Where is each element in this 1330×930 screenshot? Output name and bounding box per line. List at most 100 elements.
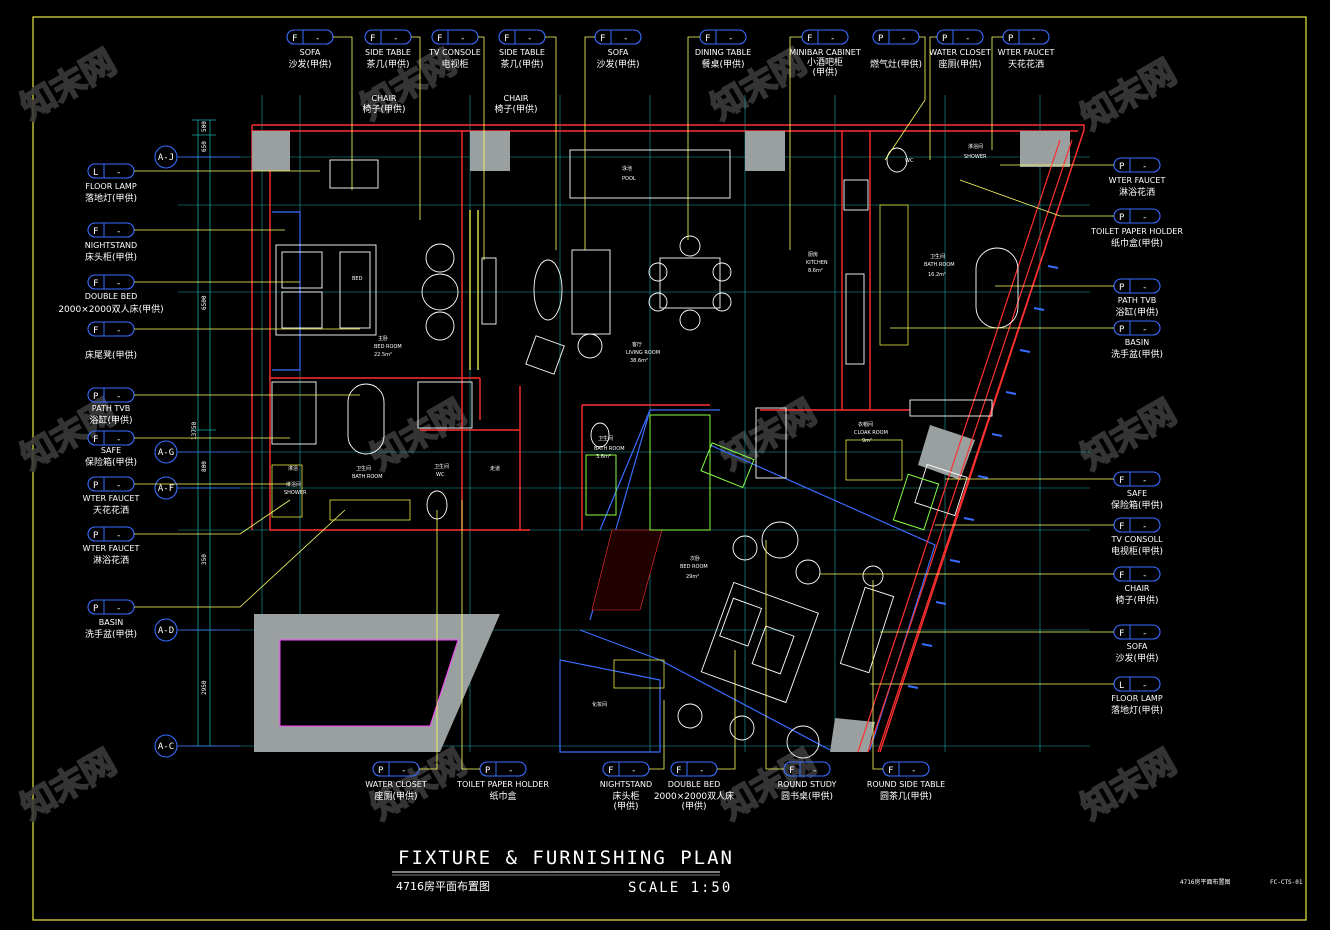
room-name: 走道 bbox=[490, 465, 500, 472]
room-area: 9m² bbox=[862, 438, 872, 444]
room-area: 3.6m² bbox=[596, 454, 611, 460]
tag-en: BASIN bbox=[99, 618, 123, 627]
tag-num: - bbox=[1142, 325, 1147, 335]
tag-cn: 落地灯(甲供) bbox=[85, 192, 137, 204]
tag-floor-lamp: L - FLOOR LAMP 落地灯(甲供) bbox=[85, 163, 320, 204]
tag-en: ROUND STUDY bbox=[778, 780, 837, 789]
tag-cn: 纸巾盒 bbox=[489, 790, 516, 802]
tag-en: PATH TVB bbox=[1118, 296, 1156, 305]
dim-800: 800 bbox=[201, 461, 208, 472]
tag-code: F bbox=[1119, 476, 1124, 486]
sheet-number: FC-CTS-01 bbox=[1270, 879, 1303, 886]
tag-num: - bbox=[812, 766, 817, 776]
room-label: BED bbox=[352, 276, 363, 282]
tag-cn: 浴缸(甲供) bbox=[1115, 306, 1158, 318]
tag-cn: 落地灯(甲供) bbox=[1111, 704, 1163, 716]
tag-cn: 电视柜 bbox=[441, 58, 468, 70]
tag-minibar-cabinet: F - MINIBAR CABINET 小酒吧柜 (甲供) bbox=[789, 29, 861, 250]
tag-en: FLOOR LAMP bbox=[85, 182, 136, 191]
tag-cn: 沙发(甲供) bbox=[596, 58, 639, 70]
tag-floor-lamp-right: L - FLOOR LAMP 落地灯(甲供) bbox=[870, 676, 1163, 716]
tag-num: - bbox=[1142, 522, 1147, 532]
tag-num: - bbox=[699, 766, 704, 776]
dining-table-symbol bbox=[659, 257, 721, 309]
right-tags: P - WTER FAUCET 淋浴花洒 P - TOILET PAPER HO… bbox=[820, 157, 1183, 716]
tag-num: - bbox=[911, 766, 916, 776]
tag-code: F bbox=[93, 326, 98, 336]
tag-code: P bbox=[485, 766, 491, 776]
tag-num: - bbox=[1031, 34, 1036, 44]
tag-tv-console: F - TV CONSOLE 电视柜 bbox=[428, 29, 485, 260]
tag-ceiling-shower: P - WTER FAUCET 天花花洒 bbox=[991, 29, 1054, 150]
tag-en: SOFA bbox=[608, 48, 629, 57]
tag-cn2: (甲供) bbox=[613, 800, 638, 812]
tag-code: F bbox=[93, 279, 98, 289]
axis-label: A-F bbox=[158, 484, 174, 494]
sheet-border bbox=[32, 16, 1307, 921]
tag-en: WTER FAUCET bbox=[83, 494, 140, 503]
tag-en: SAFE bbox=[1127, 489, 1147, 498]
tag-cn: 椅子(甲供) bbox=[1115, 594, 1158, 606]
room-area: 16.2m² bbox=[928, 272, 946, 278]
facade-mullions bbox=[907, 265, 1059, 689]
tag-code: F bbox=[93, 435, 98, 445]
watermark-text: 知末网 bbox=[1075, 52, 1183, 138]
axis-label: A-G bbox=[158, 448, 174, 458]
room-label: WC bbox=[905, 158, 914, 164]
room-name: 衣帽间 bbox=[858, 421, 873, 428]
dim-6500: 6500 bbox=[201, 295, 208, 310]
room-name: 卫生间 bbox=[356, 465, 371, 472]
tag-safe: F - SAFE 保险箱(甲供) bbox=[85, 430, 290, 468]
tag-cn: 圆茶几(甲供) bbox=[880, 790, 932, 802]
tag-cn: 淋浴花洒 bbox=[93, 554, 129, 566]
tag-cn: 茶几(甲供) bbox=[366, 58, 409, 70]
tag-code: P bbox=[93, 481, 99, 491]
watermark-text: 知末网 bbox=[15, 42, 123, 128]
left-tags: L - FLOOR LAMP 落地灯(甲供) F - NIGHTSTAND 床头… bbox=[58, 163, 360, 640]
tag-code: P bbox=[1119, 325, 1125, 335]
tag-en: SIDE TABLE bbox=[365, 48, 411, 57]
room-name: 卫生间 bbox=[434, 463, 449, 470]
chair-label-en: CHAIR bbox=[504, 94, 529, 103]
hatched-areas bbox=[252, 131, 1070, 752]
room-name: 次卧 bbox=[690, 555, 700, 562]
tag-sofa-2: F - SOFA 沙发(甲供) bbox=[584, 29, 642, 250]
tag-ceiling-shower-left: P - WTER FAUCET 天花花洒 bbox=[83, 476, 290, 516]
tag-code: F bbox=[437, 34, 442, 44]
room-name-en: BATH ROOM bbox=[924, 262, 955, 268]
room-area: 29m² bbox=[686, 574, 699, 580]
tag-num: - bbox=[116, 481, 121, 491]
tag-en: WATER CLOSET bbox=[929, 48, 991, 57]
tag-num: - bbox=[1142, 162, 1147, 172]
tag-cn: 沙发(甲供) bbox=[288, 58, 331, 70]
tag-num: - bbox=[623, 34, 628, 44]
tag-num: - bbox=[1142, 213, 1147, 223]
room-name-en: CLOAK ROOM bbox=[854, 430, 888, 436]
tag-num: - bbox=[965, 34, 970, 44]
drawing-title: FIXTURE & FURNISHING PLAN bbox=[398, 847, 734, 869]
tag-en: DOUBLE BED bbox=[668, 780, 721, 789]
tag-code: F bbox=[1119, 522, 1124, 532]
tag-cn: 2000×2000双人床 bbox=[654, 790, 734, 802]
tag-num: - bbox=[116, 279, 121, 289]
tag-en: CHAIR bbox=[1125, 584, 1150, 593]
tag-code: L bbox=[93, 168, 98, 178]
tag-nightstand: F - NIGHTSTAND 床头柜(甲供) bbox=[85, 222, 285, 263]
tag-code: P bbox=[878, 34, 884, 44]
tag-toilet-paper-bottom: P - TOILET PAPER HOLDER 纸巾盒 bbox=[456, 500, 549, 802]
tag-code: P bbox=[942, 34, 948, 44]
tag-cn2: (甲供) bbox=[681, 800, 706, 812]
room-name: 卫生间 bbox=[598, 435, 613, 442]
tag-num: - bbox=[728, 34, 733, 44]
room-name-en: WC bbox=[905, 158, 914, 164]
tag-en: FLOOR LAMP bbox=[1111, 694, 1162, 703]
tag-en: TOILET PAPER HOLDER bbox=[1090, 227, 1183, 236]
tag-num: - bbox=[508, 766, 513, 776]
second-bed-symbol bbox=[700, 581, 819, 704]
tag-cn: 电视柜(甲供) bbox=[1111, 545, 1163, 557]
tag-side-table: F - SIDE TABLE 茶几(甲供) bbox=[364, 29, 421, 220]
